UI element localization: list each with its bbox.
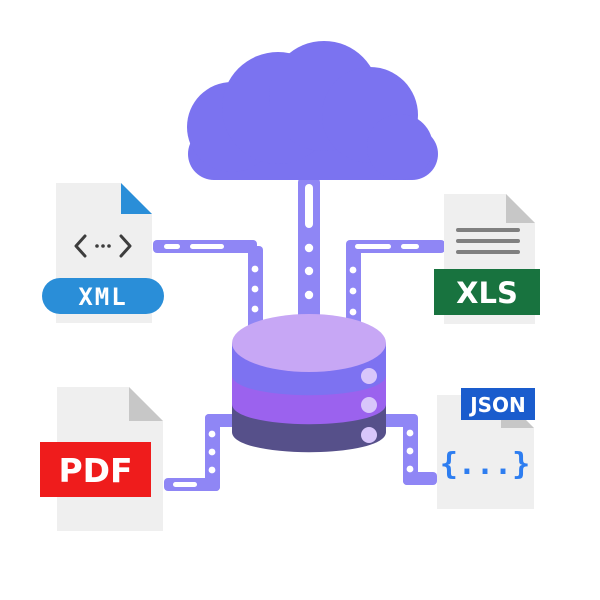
pdf-label: PDF <box>58 451 132 490</box>
xml-label: XML <box>78 283 127 311</box>
xml-file: XML <box>42 183 164 323</box>
json-label: JSON <box>468 393 526 417</box>
cloud-connector <box>298 177 320 323</box>
database-indicator-3 <box>361 427 377 443</box>
pdf-connector <box>164 414 236 491</box>
json-tab <box>461 388 535 420</box>
xml-badge <box>42 278 164 314</box>
pdf-file: PDF <box>40 387 163 531</box>
database-indicator-2 <box>361 397 377 413</box>
code-brackets-icon <box>74 234 132 258</box>
text-lines-icon <box>456 228 520 254</box>
xls-label: XLS <box>456 276 518 310</box>
database-indicator-1 <box>361 368 377 384</box>
pdf-badge <box>40 442 151 497</box>
database-icon <box>232 314 386 453</box>
xls-badge <box>434 269 540 315</box>
json-file: JSON {...} <box>437 388 535 509</box>
json-connector <box>378 414 437 485</box>
xls-file: XLS <box>434 194 540 324</box>
json-braces-text: {...} <box>440 447 530 482</box>
cloud-icon <box>187 41 438 180</box>
